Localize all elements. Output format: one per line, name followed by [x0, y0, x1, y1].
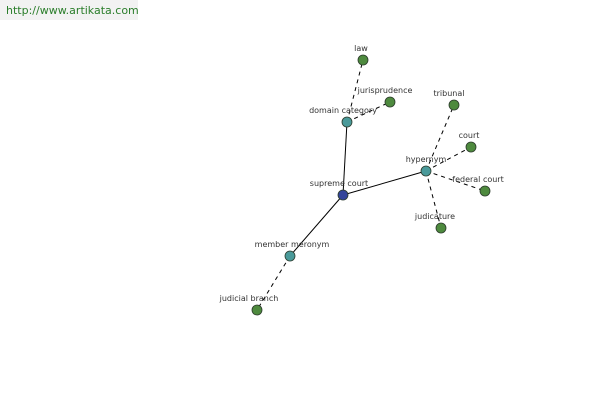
edge-supreme-court-to-domain-category	[342, 121, 348, 196]
node-label-court: court	[459, 131, 480, 140]
edge-supreme-court-to-hypernym	[342, 170, 427, 196]
node-label-judicial-branch: judicial branch	[219, 294, 279, 303]
node-label-jurisprudence: jurisprudence	[357, 86, 413, 95]
node-hypernym[interactable]	[420, 165, 432, 177]
edge-supreme-court-to-member-meronym	[289, 194, 344, 257]
node-supreme-court[interactable]	[337, 189, 349, 201]
edge-domain-category-to-law	[346, 59, 364, 123]
node-law[interactable]	[357, 54, 369, 66]
node-judicature[interactable]	[435, 222, 447, 234]
node-label-hypernym: hypernym	[406, 155, 447, 164]
node-member-meronym[interactable]	[284, 250, 296, 262]
node-federal-court[interactable]	[479, 185, 491, 197]
labels-layer: supreme court domain category hypernym memb…	[219, 44, 504, 303]
node-judicial-branch[interactable]	[251, 304, 263, 316]
edge-hypernym-to-federal-court	[425, 170, 486, 192]
node-label-domain-category: domain category	[309, 106, 377, 115]
node-court[interactable]	[465, 141, 477, 153]
edges-layer	[256, 59, 486, 311]
edge-hypernym-to-court	[425, 146, 472, 172]
edge-hypernym-to-tribunal	[425, 104, 455, 172]
source-url-text: http://www.artikata.com	[6, 4, 139, 17]
edge-member-meronym-to-judicial-branch	[256, 255, 291, 311]
node-jurisprudence[interactable]	[384, 96, 396, 108]
edge-hypernym-to-judicature	[425, 170, 442, 229]
node-label-federal-court: federal court	[452, 175, 503, 184]
node-tribunal[interactable]	[448, 99, 460, 111]
node-label-law: law	[354, 44, 368, 53]
node-label-tribunal: tribunal	[434, 89, 465, 98]
source-url[interactable]: http://www.artikata.com	[0, 0, 139, 20]
node-label-supreme-court: supreme court	[310, 179, 368, 188]
node-label-member-meronym: member meronym	[255, 240, 330, 249]
nodes-layer	[251, 54, 491, 316]
node-label-judicature: judicature	[414, 212, 455, 221]
node-domain-category[interactable]	[341, 116, 353, 128]
